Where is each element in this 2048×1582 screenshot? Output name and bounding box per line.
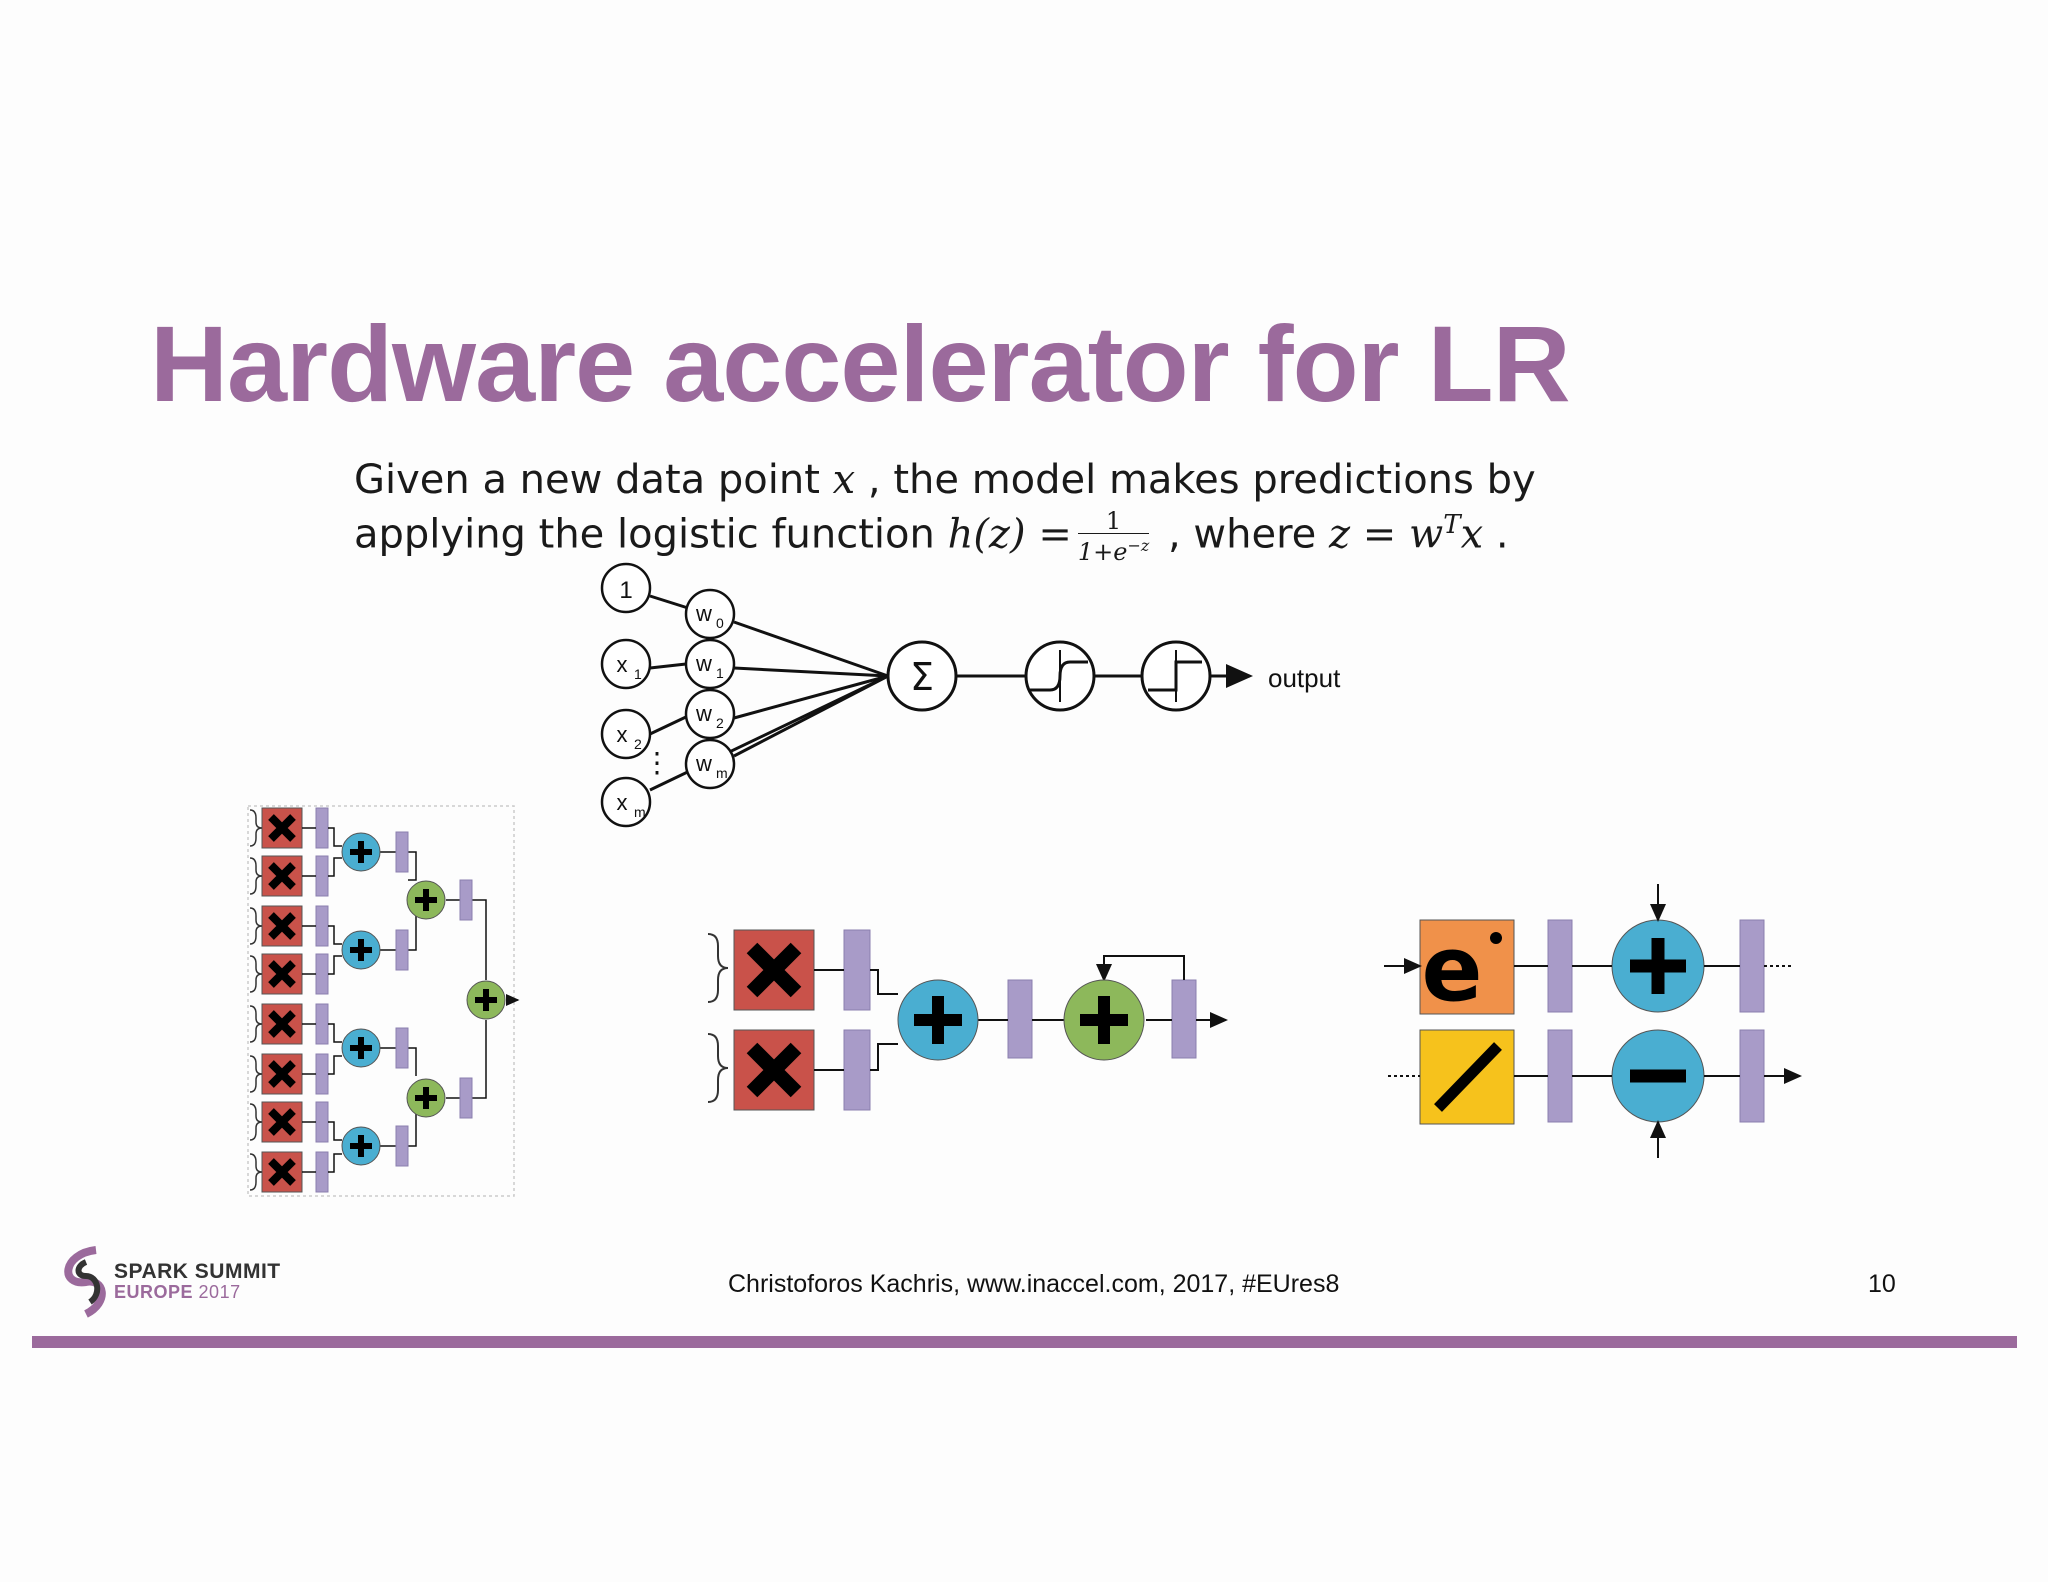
description: Given a new data point x , the model mak… xyxy=(354,458,1536,564)
weight-label: w xyxy=(695,751,712,776)
register xyxy=(1547,1029,1573,1123)
bottom-rule xyxy=(32,1336,2017,1348)
slide-title: Hardware accelerator for LR xyxy=(150,303,1571,424)
weight-node-w2: w 2 xyxy=(684,688,736,740)
weight-subscript: 1 xyxy=(716,665,724,681)
exp-unit: e xyxy=(1419,917,1515,1022)
desc-text: Given a new data point xyxy=(354,457,833,503)
sigmoid-adder xyxy=(1611,919,1705,1013)
input-subscript: m xyxy=(634,804,646,820)
register xyxy=(1547,919,1573,1013)
description-line-1: Given a new data point x , the model mak… xyxy=(354,458,1536,503)
register xyxy=(843,1029,871,1111)
input-subscript: 1 xyxy=(634,666,642,682)
tree-adder-root xyxy=(466,980,506,1020)
logo-europe: EUROPE xyxy=(114,1282,194,1302)
weight-node-w0: w 0 xyxy=(684,588,736,640)
input-label: 1 xyxy=(619,577,632,604)
sum-symbol: Σ xyxy=(910,655,934,699)
ellipsis-dots: ⋮ xyxy=(643,747,671,778)
register xyxy=(1171,979,1197,1059)
desc-text: applying the logistic function xyxy=(354,511,948,558)
tree-adders-level1 xyxy=(341,832,381,1166)
denominator-exponent: −z xyxy=(1127,535,1150,555)
weight-subscript: m xyxy=(716,765,728,781)
exp-label: e xyxy=(1421,917,1482,1022)
mac-multiplier-2 xyxy=(733,1029,815,1111)
desc-z-eq: z = w xyxy=(1329,511,1444,558)
weight-subscript: 2 xyxy=(716,715,724,731)
weight-node-wm: w m xyxy=(684,738,736,790)
desc-text: , the model makes predictions by xyxy=(855,457,1536,503)
input-subscript: 2 xyxy=(634,736,642,752)
sigmoid-unit-diagram: e xyxy=(1384,884,1802,1158)
register xyxy=(1739,1029,1765,1123)
divide-unit xyxy=(1419,1029,1515,1125)
tree-adders-level2 xyxy=(406,880,446,1118)
input-node-bias: 1 xyxy=(600,562,652,614)
footer-credit: Christoforos Kachris, www.inaccel.com, 2… xyxy=(728,1270,1340,1298)
mac-multiplier-1 xyxy=(733,929,815,1011)
output-label: output xyxy=(1268,663,1341,693)
fraction-numerator: 1 xyxy=(1077,509,1150,534)
adder-tree-diagram xyxy=(247,805,520,1197)
input-node-x2: x 2 xyxy=(600,708,652,760)
weight-label: w xyxy=(695,601,712,626)
logo-text-line2: EUROPE 2017 xyxy=(114,1282,241,1303)
input-node-xm: x m xyxy=(600,776,652,828)
tree-border xyxy=(247,805,515,1197)
input-label: x xyxy=(617,722,628,747)
sum-node: Σ xyxy=(886,640,958,712)
tree-multipliers xyxy=(261,807,303,1193)
register xyxy=(1739,919,1765,1013)
desc-hz: h(z) = xyxy=(947,511,1072,558)
page-number: 10 xyxy=(1868,1270,1896,1298)
spark-summit-logo-icon xyxy=(64,1246,106,1318)
register xyxy=(1007,979,1033,1059)
logo-year: 2017 xyxy=(198,1282,241,1302)
weight-node-w1: w 1 xyxy=(684,638,736,690)
mac-adder-green xyxy=(1063,979,1145,1061)
desc-x-end: x xyxy=(1460,511,1484,558)
divide-icon xyxy=(1434,1042,1502,1112)
fraction-denominator: 1+e−z xyxy=(1078,534,1149,564)
perceptron-diagram: 1 x 1 x 2 x m ⋮ w 0 w 1 xyxy=(600,562,1341,828)
desc-var-x: x xyxy=(832,457,856,503)
weight-label: w xyxy=(695,651,712,676)
mac-pipeline-diagram xyxy=(707,929,1228,1111)
weight-subscript: 0 xyxy=(716,615,724,631)
logo-text-line1: SPARK SUMMIT xyxy=(114,1260,281,1283)
input-label: x xyxy=(617,652,628,677)
denominator-base: 1+e xyxy=(1077,537,1128,566)
sigmoid-subtractor xyxy=(1611,1029,1705,1123)
weight-label: w xyxy=(695,701,712,726)
desc-period: . xyxy=(1483,511,1509,558)
mac-adder-blue xyxy=(897,979,979,1061)
step-node xyxy=(1140,640,1212,712)
desc-text: , where xyxy=(1155,511,1329,558)
register xyxy=(843,929,871,1011)
desc-transpose: T xyxy=(1443,510,1461,540)
input-node-x1: x 1 xyxy=(600,638,652,690)
sigmoid-node xyxy=(1024,640,1096,712)
input-label: x xyxy=(617,790,628,815)
